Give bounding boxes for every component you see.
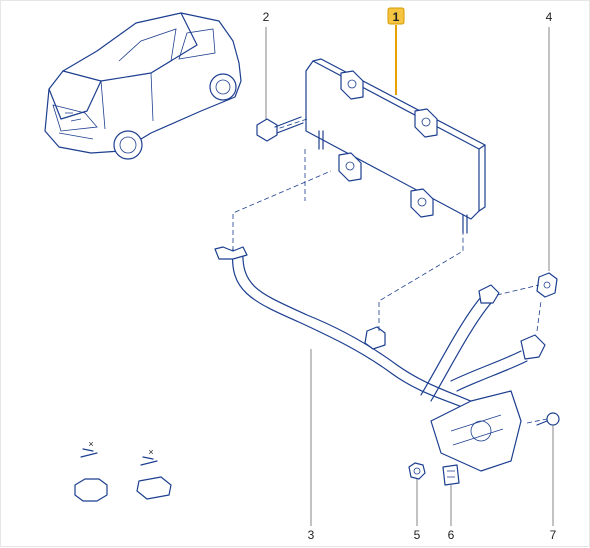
- part-5-nut[interactable]: [408, 462, 426, 480]
- callout-4[interactable]: 4: [546, 10, 553, 24]
- vehicle-thumbnail: [44, 12, 242, 160]
- part-1-cooler[interactable]: [305, 58, 486, 234]
- callout-4-label: 4: [546, 10, 553, 24]
- svg-text:×: ×: [148, 447, 153, 457]
- callout-5[interactable]: 5: [414, 528, 421, 542]
- callout-6-label: 6: [448, 528, 455, 542]
- callout-3[interactable]: 3: [308, 528, 315, 542]
- fastener-legend: × ×: [74, 439, 172, 502]
- part-4-clip[interactable]: [536, 272, 558, 298]
- svg-text:×: ×: [88, 439, 93, 449]
- callout-1-label: 1: [393, 10, 400, 24]
- callout-2[interactable]: 2: [263, 10, 270, 24]
- callout-5-label: 5: [414, 528, 421, 542]
- callout-1[interactable]: 1: [387, 7, 405, 25]
- part-2-bolt[interactable]: [256, 116, 304, 142]
- callout-7[interactable]: 7: [550, 528, 557, 542]
- part-3-hose[interactable]: [214, 246, 546, 472]
- callout-3-label: 3: [308, 528, 315, 542]
- part-7-pin[interactable]: [536, 412, 560, 426]
- callout-2-label: 2: [263, 10, 270, 24]
- callout-6[interactable]: 6: [448, 528, 455, 542]
- part-6-clip[interactable]: [442, 464, 460, 486]
- callout-7-label: 7: [550, 528, 557, 542]
